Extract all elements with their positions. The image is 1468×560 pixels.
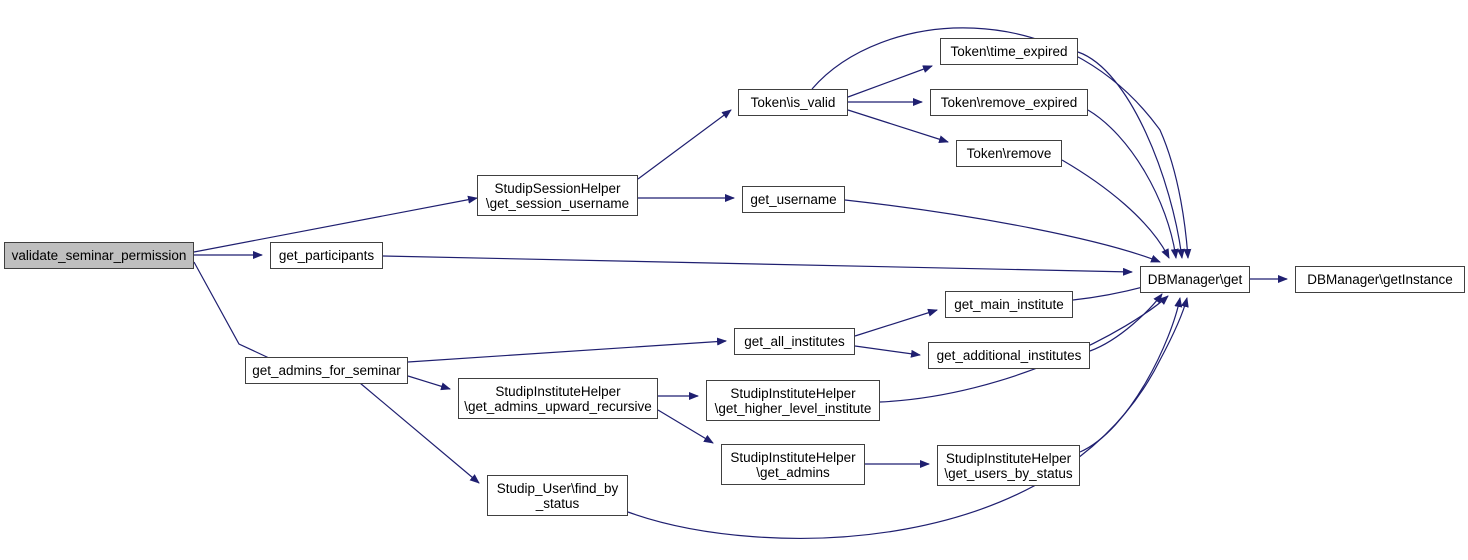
edge-get_all_institutes-to-get_additional_institutes [854,345,921,358]
edge-get_username-to-dbmanager_get [844,199,1161,263]
node-label: Token\remove_expired [940,95,1078,110]
node-label: StudipInstituteHelper \get_admins [730,449,856,480]
node-label: DBManager\getInstance [1307,272,1453,287]
node-label: StudipInstituteHelper \get_users_by_stat… [944,450,1073,481]
node-studip_institute_helper_get_higher_level_institute[interactable]: StudipInstituteHelper \get_higher_level_… [706,380,880,421]
node-label: Studip_User\find_by _status [496,480,619,511]
edge-token_remove_expired-to-dbmanager_get [1087,109,1179,259]
node-label: get_main_institute [954,297,1064,312]
node-label: get_additional_institutes [936,348,1082,363]
edge-studip_session_helper_get_session_username-to-token_is_valid [637,109,732,180]
node-label: Token\time_expired [950,44,1068,59]
edge-get_participants-to-dbmanager_get [382,255,1133,276]
node-dbmanager_get[interactable]: DBManager\get [1140,266,1250,293]
node-get_additional_institutes[interactable]: get_additional_institutes [928,342,1090,369]
node-label: StudipInstituteHelper \get_admins_upward… [464,383,652,414]
node-get_participants[interactable]: get_participants [270,242,383,269]
node-label: StudipInstituteHelper \get_higher_level_… [714,385,872,416]
node-token_time_expired[interactable]: Token\time_expired [940,38,1078,65]
node-studip_user_find_by_status[interactable]: Studip_User\find_by _status [487,475,628,516]
edge-get_additional_institutes-to-dbmanager_get [1089,293,1163,352]
node-get_main_institute[interactable]: get_main_institute [945,291,1073,318]
node-label: StudipSessionHelper \get_session_usernam… [485,180,630,211]
node-studip_institute_helper_get_admins[interactable]: StudipInstituteHelper \get_admins [721,444,865,485]
node-label: DBManager\get [1147,272,1243,287]
edge-get_all_institutes-to-get_main_institute [854,308,938,337]
edge-validate_seminar_permission-to-get_admins_for_seminar [193,261,285,366]
edge-token_time_expired-to-dbmanager_get [1077,51,1185,259]
edge-get_admins_for_seminar-to-studip_institute_helper_get_admins_upward_recursive [407,375,451,391]
node-label: get_participants [278,248,375,263]
node-label: Token\is_valid [750,95,836,110]
edge-studip_institute_helper_get_users_by_status-to-dbmanager_get [1079,297,1183,453]
node-label: get_admins_for_seminar [252,363,401,378]
node-validate_seminar_permission[interactable]: validate_seminar_permission [4,242,194,269]
edge-token_is_valid-to-token_time_expired [847,65,933,98]
node-label: Token\remove [966,146,1052,161]
node-label: get_username [750,192,837,207]
node-get_admins_for_seminar[interactable]: get_admins_for_seminar [245,357,408,384]
edge-token_remove-to-dbmanager_get [1061,159,1170,259]
node-token_remove_expired[interactable]: Token\remove_expired [930,89,1088,116]
node-label: validate_seminar_permission [11,248,187,263]
node-token_remove[interactable]: Token\remove [956,140,1062,167]
node-label: get_all_institutes [744,334,845,349]
edge-studip_institute_helper_get_admins_upward_recursive-to-studip_institute_helper_get_admins [657,409,714,444]
node-dbmanager_getinstance[interactable]: DBManager\getInstance [1295,266,1465,293]
node-get_all_institutes[interactable]: get_all_institutes [734,328,855,355]
node-studip_session_helper_get_session_username[interactable]: StudipSessionHelper \get_session_usernam… [477,175,638,216]
node-get_username[interactable]: get_username [742,186,845,213]
node-studip_institute_helper_get_admins_upward_recursive[interactable]: StudipInstituteHelper \get_admins_upward… [458,378,658,419]
node-token_is_valid[interactable]: Token\is_valid [738,89,848,116]
node-studip_institute_helper_get_users_by_status[interactable]: StudipInstituteHelper \get_users_by_stat… [937,445,1080,486]
edge-get_admins_for_seminar-to-get_all_institutes [407,337,727,363]
